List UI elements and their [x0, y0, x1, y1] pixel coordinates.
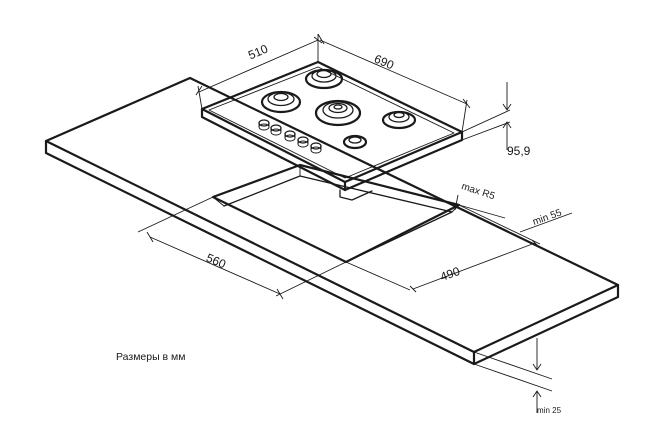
svg-text:560: 560 [204, 251, 228, 272]
burner-left [260, 90, 302, 114]
gas-hob [200, 60, 464, 201]
dimension-hob-height: 95,9 [461, 82, 531, 158]
control-knobs [258, 119, 322, 154]
min-25-label: min 25 [537, 406, 562, 415]
units-caption: Размеры в мм [116, 351, 186, 363]
burner-rear [304, 68, 344, 90]
svg-text:690: 690 [372, 52, 396, 73]
dimension-countertop-thickness: min 25 [473, 338, 562, 415]
svg-text:max R5: max R5 [460, 181, 497, 202]
dimension-cutout-depth: 490 [345, 204, 541, 293]
cutout-opening [211, 163, 461, 264]
svg-text:min 55: min 55 [531, 207, 563, 228]
burner-wok [314, 99, 362, 127]
dimension-edge-distance: min 55 [458, 204, 573, 233]
countertop [44, 76, 620, 366]
dimension-hob-depth: 510 [195, 34, 323, 110]
burner-front [342, 134, 368, 150]
svg-text:490: 490 [438, 264, 462, 284]
svg-text:510: 510 [246, 42, 270, 63]
svg-text:95,9: 95,9 [507, 144, 531, 158]
burner-right [381, 110, 417, 130]
